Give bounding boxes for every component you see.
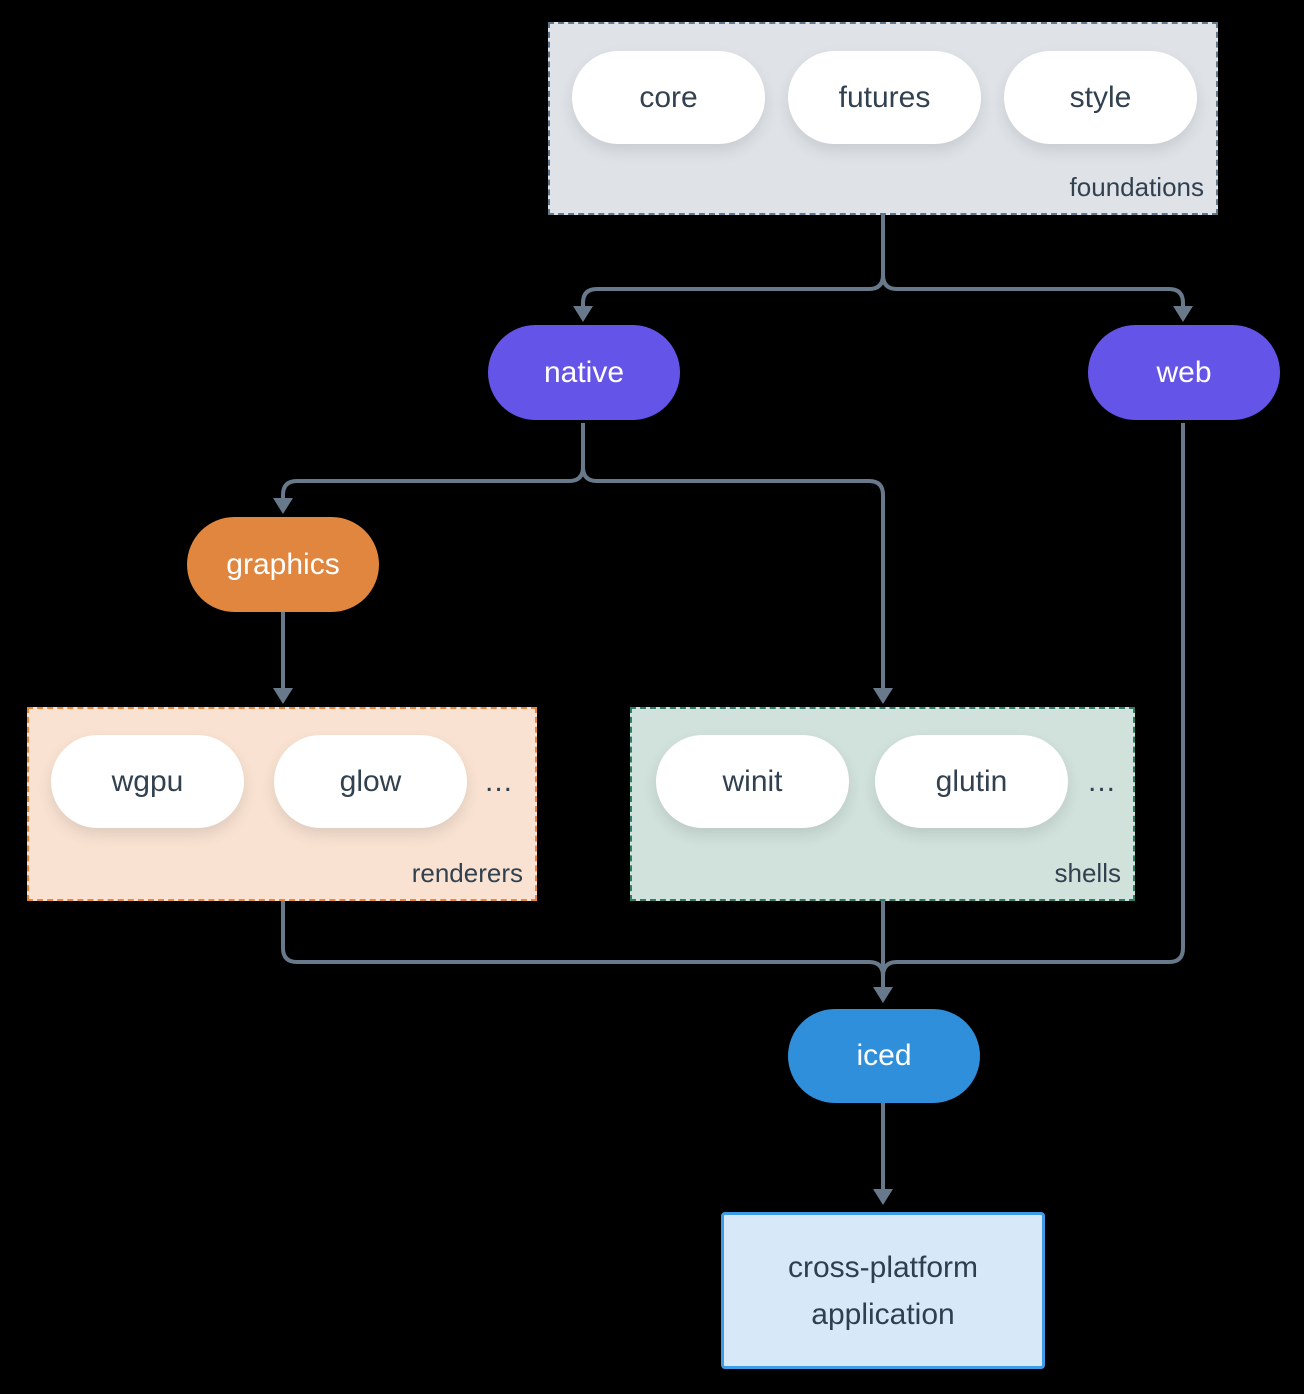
node-glow-label: glow [339, 764, 402, 798]
renderers-ellipsis: ... [484, 765, 513, 798]
node-iced-label: iced [856, 1039, 912, 1072]
node-web-label: web [1156, 355, 1212, 389]
arrowhead-renderers [273, 688, 293, 704]
shells-ellipsis: ... [1087, 765, 1116, 798]
node-glow: glow [274, 735, 467, 828]
node-native-label: native [543, 355, 625, 389]
arrowhead-graphics [273, 498, 293, 514]
node-style: style [1004, 51, 1197, 144]
arrowhead-web [1173, 306, 1193, 322]
edge-native-graphics [281, 423, 585, 498]
node-futures: futures [788, 51, 981, 144]
edge-native-shells [581, 423, 885, 688]
group-renderers: wgpu glow ... renderers [27, 707, 537, 901]
group-shells: winit glutin ... shells [630, 707, 1135, 901]
node-iced: iced [788, 1009, 980, 1103]
node-style-label: style [1069, 80, 1132, 114]
node-futures-label: futures [838, 80, 931, 114]
node-graphics: graphics [187, 517, 379, 612]
node-application-label: cross-platform application [787, 1250, 979, 1331]
node-winit: winit [656, 735, 849, 828]
edge-foundations-web [881, 215, 1185, 306]
node-application: cross-platform application [721, 1212, 1045, 1369]
arrowhead-application [873, 1189, 893, 1205]
arrowhead-native [573, 306, 593, 322]
arrowhead-iced [873, 987, 893, 1003]
edge-foundations-native [581, 215, 885, 306]
node-native: native [488, 325, 680, 420]
node-glutin-label: glutin [935, 764, 1008, 798]
group-foundations: core futures style foundations [548, 22, 1218, 215]
node-core-label: core [639, 80, 698, 114]
node-wgpu-label: wgpu [111, 764, 184, 798]
group-renderers-label: renderers [411, 858, 523, 888]
node-wgpu: wgpu [51, 735, 244, 828]
node-glutin: glutin [875, 735, 1068, 828]
arrowhead-shells [873, 688, 893, 704]
node-web: web [1088, 325, 1280, 420]
node-core: core [572, 51, 765, 144]
node-graphics-label: graphics [226, 547, 340, 581]
node-winit-label: winit [722, 764, 783, 798]
edge-renderers-iced [281, 901, 885, 977]
group-foundations-label: foundations [1069, 172, 1204, 202]
group-shells-label: shells [1054, 858, 1121, 888]
